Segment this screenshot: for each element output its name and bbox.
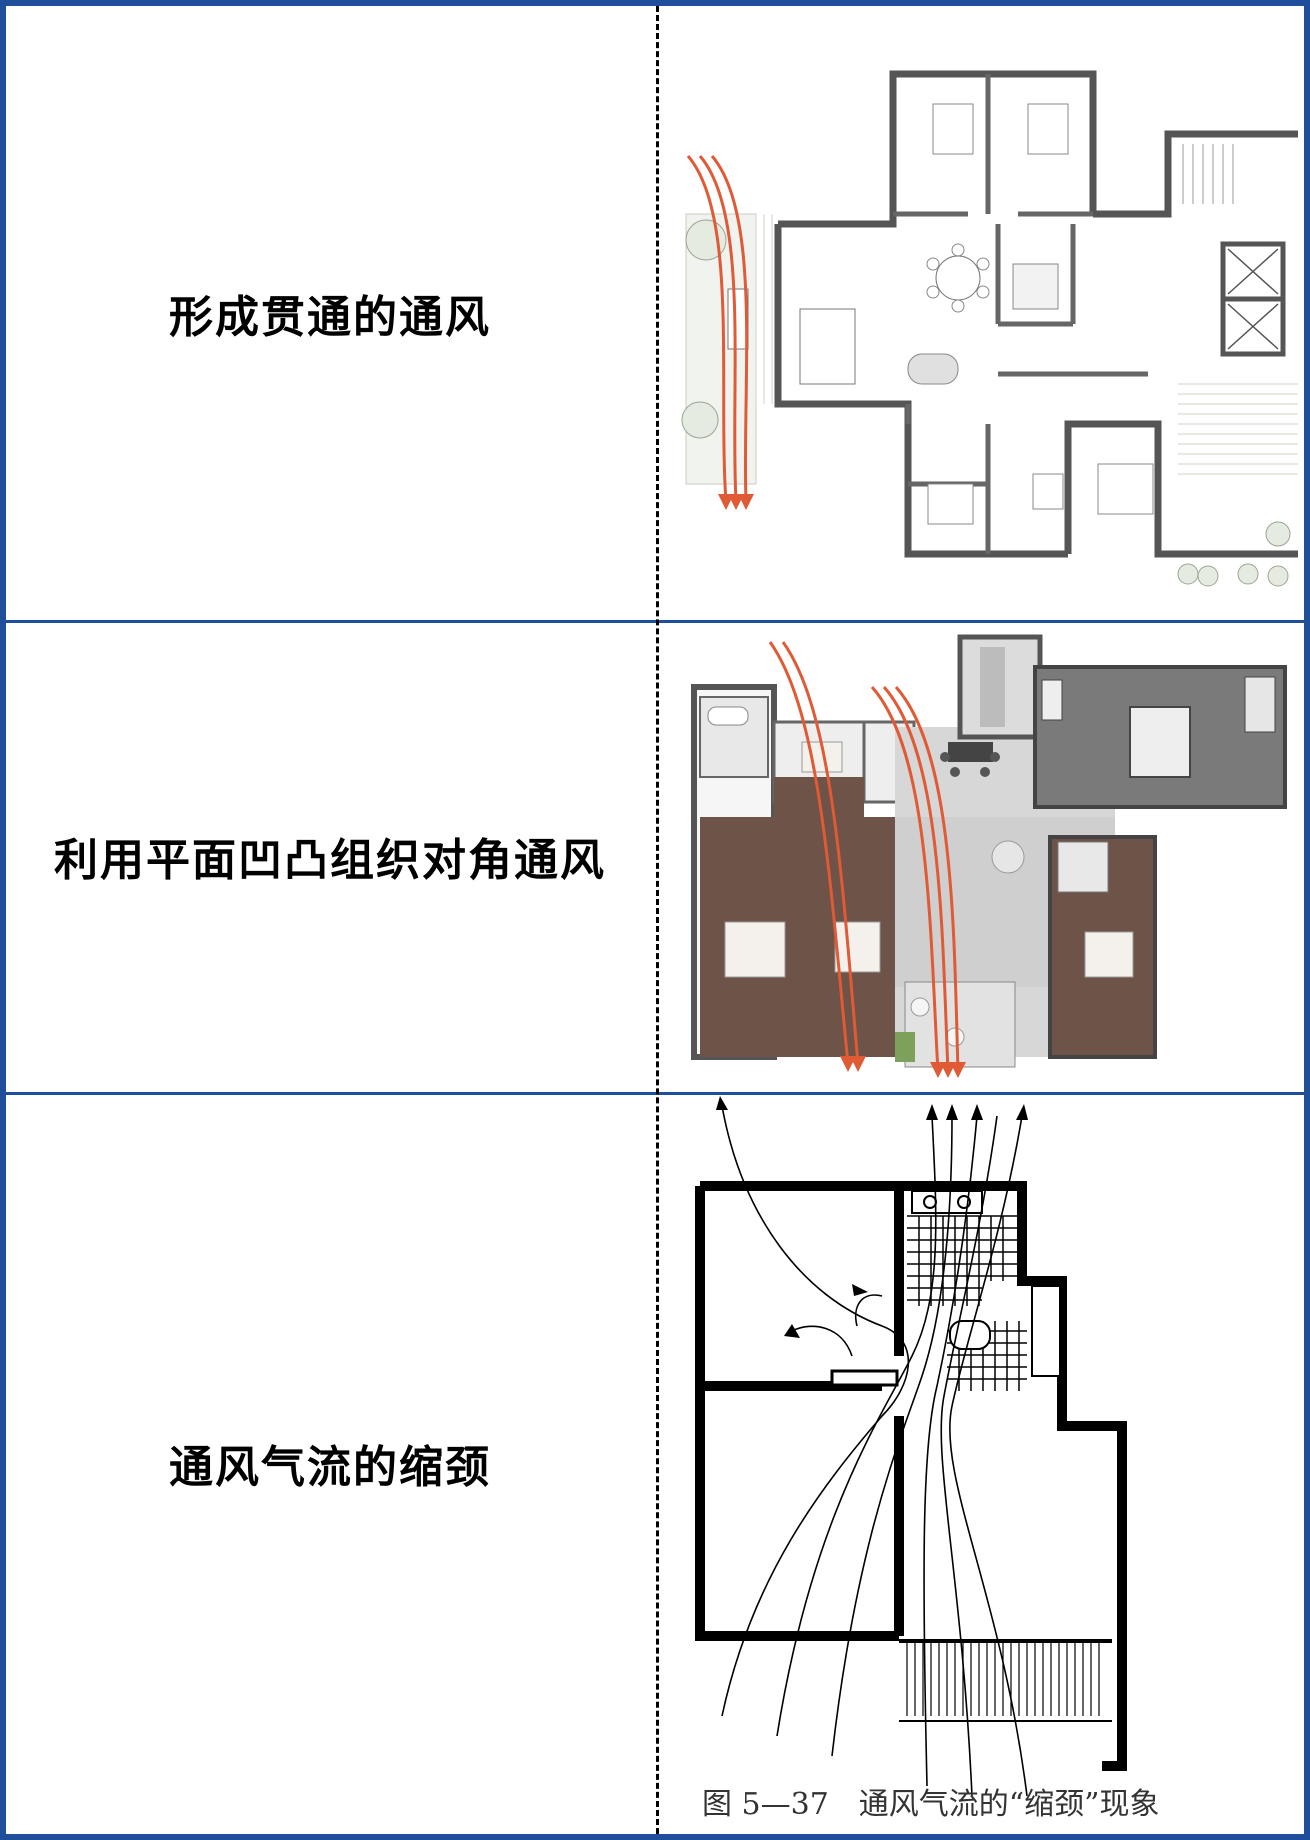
- airflow-necking-diagram: 图 5—37 通风气流的“缩颈”现象: [682, 1096, 1296, 1826]
- table-row: 利用平面凹凸组织对角通风: [6, 620, 1304, 1092]
- table-row: 形成贯通的通风: [6, 6, 1304, 620]
- row-label-diagonal-ventilation: 利用平面凹凸组织对角通风: [54, 835, 606, 886]
- floor-plan-diagonal-ventilation: [690, 632, 1290, 1082]
- row-divider: [6, 620, 1304, 623]
- row-label-through-ventilation: 形成贯通的通风: [169, 292, 491, 343]
- figure-caption: 图 5—37 通风气流的“缩颈”现象: [702, 1787, 1159, 1822]
- row-label-airflow-necking: 通风气流的缩颈: [169, 1442, 491, 1493]
- column-divider: [656, 6, 659, 1834]
- floor-plan-through-ventilation: [678, 64, 1298, 604]
- table-row: 通风气流的缩颈: [6, 1092, 1304, 1834]
- row-divider: [6, 1092, 1304, 1095]
